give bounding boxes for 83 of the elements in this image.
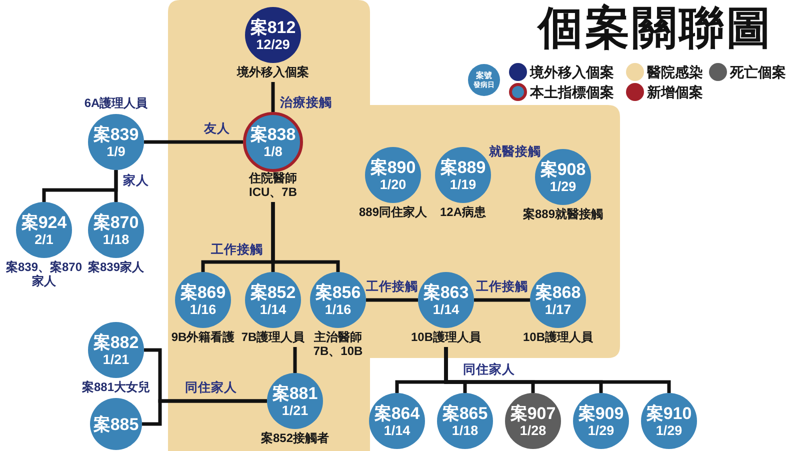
onset-date: 1/8 [264,144,282,159]
case-label: 10B護理人員 [411,330,481,344]
case-number: 案812 [250,18,296,37]
case-number: 案864 [374,404,420,423]
case-label: 7B護理人員 [241,330,305,344]
edge-label: 家人 [123,174,149,188]
case-label: 案839、案870家人 [4,260,84,288]
key-circle [468,64,500,96]
case-label: 案839家人 [88,260,144,274]
edge-label: 工作接觸 [366,280,418,294]
case-label: 10B護理人員 [523,330,593,344]
case-number: 案863 [423,283,469,302]
legend-text: 本土指標個案 [530,83,614,101]
case-label: 6A護理人員 [84,96,148,110]
case-number: 案909 [578,404,624,423]
case-number: 案870 [93,213,139,232]
case-number: 案868 [535,283,581,302]
case-number: 案907 [510,404,556,423]
edge-label: 同住家人 [463,362,515,378]
onset-date: 1/18 [102,232,130,247]
case-number: 案890 [370,158,416,177]
case-label: 主治醫師7B、10B [312,330,364,358]
onset-date: 1/17 [544,302,572,317]
legend-text: 死亡個案 [730,63,786,81]
case-circle [90,398,142,450]
onset-date: 1/29 [656,423,682,438]
edge-label: 友人 [204,122,230,136]
connector-line [271,202,340,272]
case-number: 案869 [180,283,226,302]
legend-text: 境外移入個案 [530,63,614,81]
connector-line [474,298,530,302]
connector-line [444,347,671,393]
onset-date: 1/16 [324,302,352,317]
onset-date: 1/20 [380,177,406,192]
case-number: 案885 [93,414,139,434]
edge-label: 治療接觸 [280,96,332,110]
connector-line [293,347,297,373]
case-number: 案852 [250,283,296,302]
connector-line [271,82,275,112]
case-number: 案924 [21,213,67,232]
edge-label: 工作接觸 [476,280,528,294]
case-number: 案839 [93,125,139,144]
onset-date: 1/28 [520,423,546,438]
case-number: 案856 [315,283,361,302]
case-number: 案881 [272,384,318,403]
legend-text: 醫院感染 [647,63,703,81]
relation-label: 就醫接觸 [489,144,541,160]
onset-date: 1/18 [452,423,478,438]
edge-label: 工作接觸 [211,242,263,258]
onset-date: 2/1 [34,232,54,247]
legend-text: 新增個案 [647,83,703,101]
onset-date: 1/14 [384,423,410,438]
connector-line [114,170,118,202]
onset-date: 1/9 [106,144,126,159]
onset-date: 1/29 [588,423,614,438]
connector-line [144,140,243,144]
onset-date: 1/16 [190,302,216,317]
case-number: 案908 [540,160,586,179]
onset-date: 1/29 [550,179,576,194]
case-number: 案838 [250,125,296,144]
diagram-title: 個案關聯圖 [538,3,773,53]
case-number: 案882 [93,333,139,352]
case-number: 案910 [646,404,692,423]
case-label: 案889就醫接觸 [522,207,604,221]
case-label: 889同住家人 [358,205,428,219]
case-number: 案889 [440,158,486,177]
onset-date: 1/21 [102,352,130,367]
connector-line [142,399,267,426]
case-number: 案865 [442,404,488,423]
onset-date: 1/14 [432,302,460,317]
case-label: 案852接觸者 [260,431,330,445]
edge-label: 同住家人 [185,380,237,396]
case-label: 12A病患 [440,205,486,219]
case-label: 9B外籍看護 [171,330,235,344]
onset-date: 12/29 [256,37,290,52]
onset-date: 1/21 [282,403,308,418]
key-text: 案號 [476,70,492,80]
case-label: 案881大女兒 [82,380,150,394]
onset-date: 1/14 [260,302,286,317]
case-label: 境外移入個案 [237,65,309,79]
case-label: 住院醫師ICU、7B [248,171,298,199]
connector-line [366,298,418,302]
onset-date: 1/19 [450,177,476,192]
